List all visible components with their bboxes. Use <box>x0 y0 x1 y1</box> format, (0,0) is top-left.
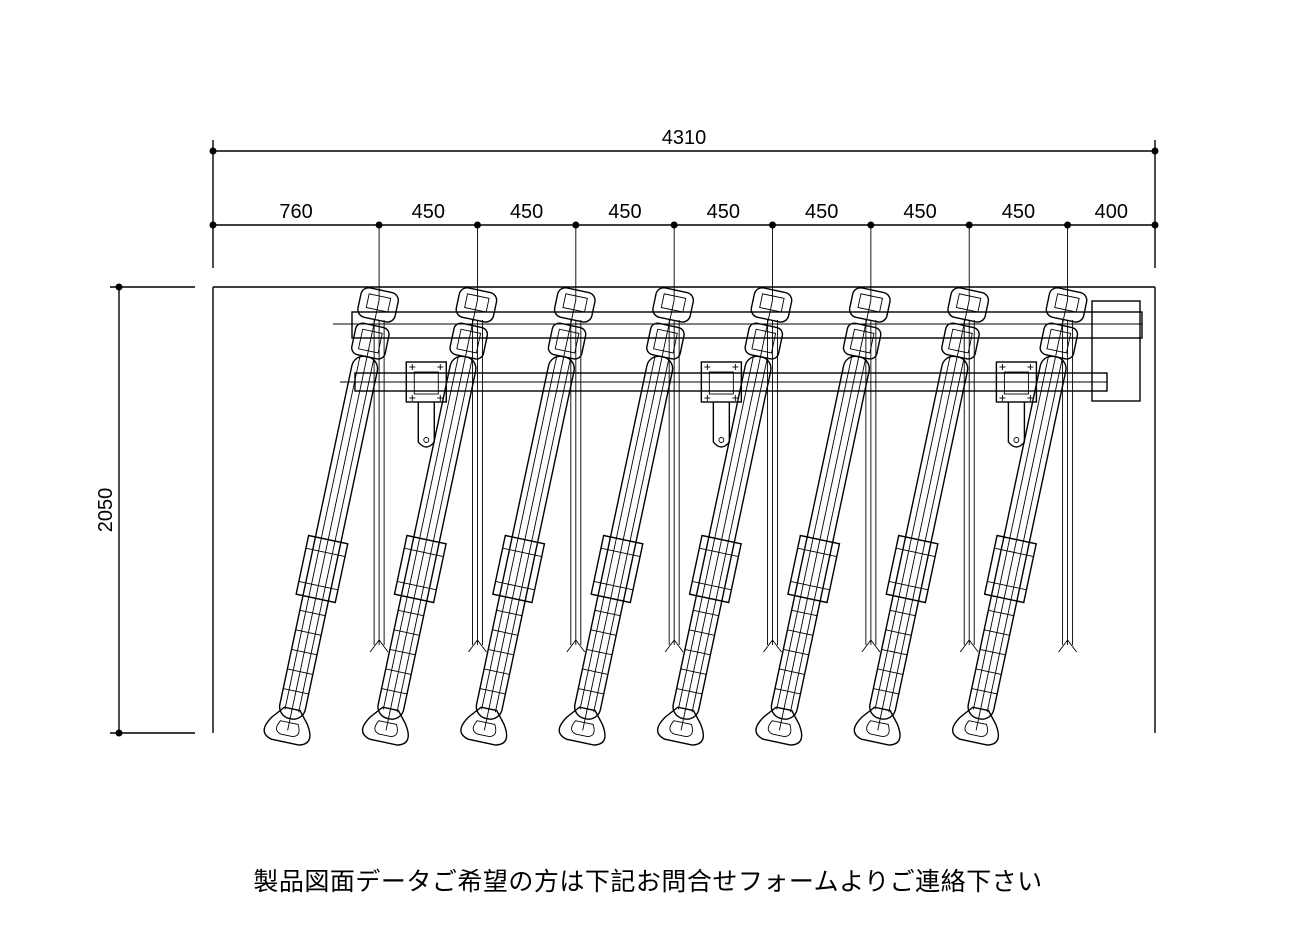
installation-area-outline <box>212 286 1156 733</box>
segment-label: 400 <box>1095 201 1128 223</box>
bicycle-slot <box>263 287 399 746</box>
segment-label: 760 <box>279 201 312 223</box>
bicycle-slot <box>558 287 695 746</box>
segment-label: 450 <box>707 201 740 223</box>
segment-label: 450 <box>903 201 936 223</box>
wall-bracket <box>995 361 1038 448</box>
bicycle-slot <box>951 287 1088 746</box>
segment-label: 450 <box>510 201 543 223</box>
horizontal-rails <box>333 300 1143 402</box>
bicycle-slots <box>263 287 1088 746</box>
bicycle-slot <box>853 287 990 746</box>
bicycle-slot <box>460 287 596 746</box>
overall-width-label: 4310 <box>662 127 707 149</box>
wall-brackets <box>405 361 1038 448</box>
segment-dimension-chain: 760 450 450 450 450 450 450 450 400 <box>209 201 1159 300</box>
caption-text: 製品図面データご希望の方は下記お問合せフォームよりご連絡下さい <box>253 867 1043 896</box>
height-label: 2050 <box>95 488 117 533</box>
wall-bracket <box>405 361 447 448</box>
height-dimension: 2050 <box>95 283 195 737</box>
segment-label: 450 <box>805 201 838 223</box>
bicycle-slot <box>361 287 498 746</box>
overall-width-dimension: 4310 <box>209 127 1159 268</box>
wall-bracket <box>700 361 743 448</box>
bicycle-slot <box>656 287 793 746</box>
bicycle-slot <box>755 287 891 746</box>
segment-label: 450 <box>412 201 445 223</box>
segment-label: 450 <box>608 201 641 223</box>
segment-label: 450 <box>1002 201 1035 223</box>
